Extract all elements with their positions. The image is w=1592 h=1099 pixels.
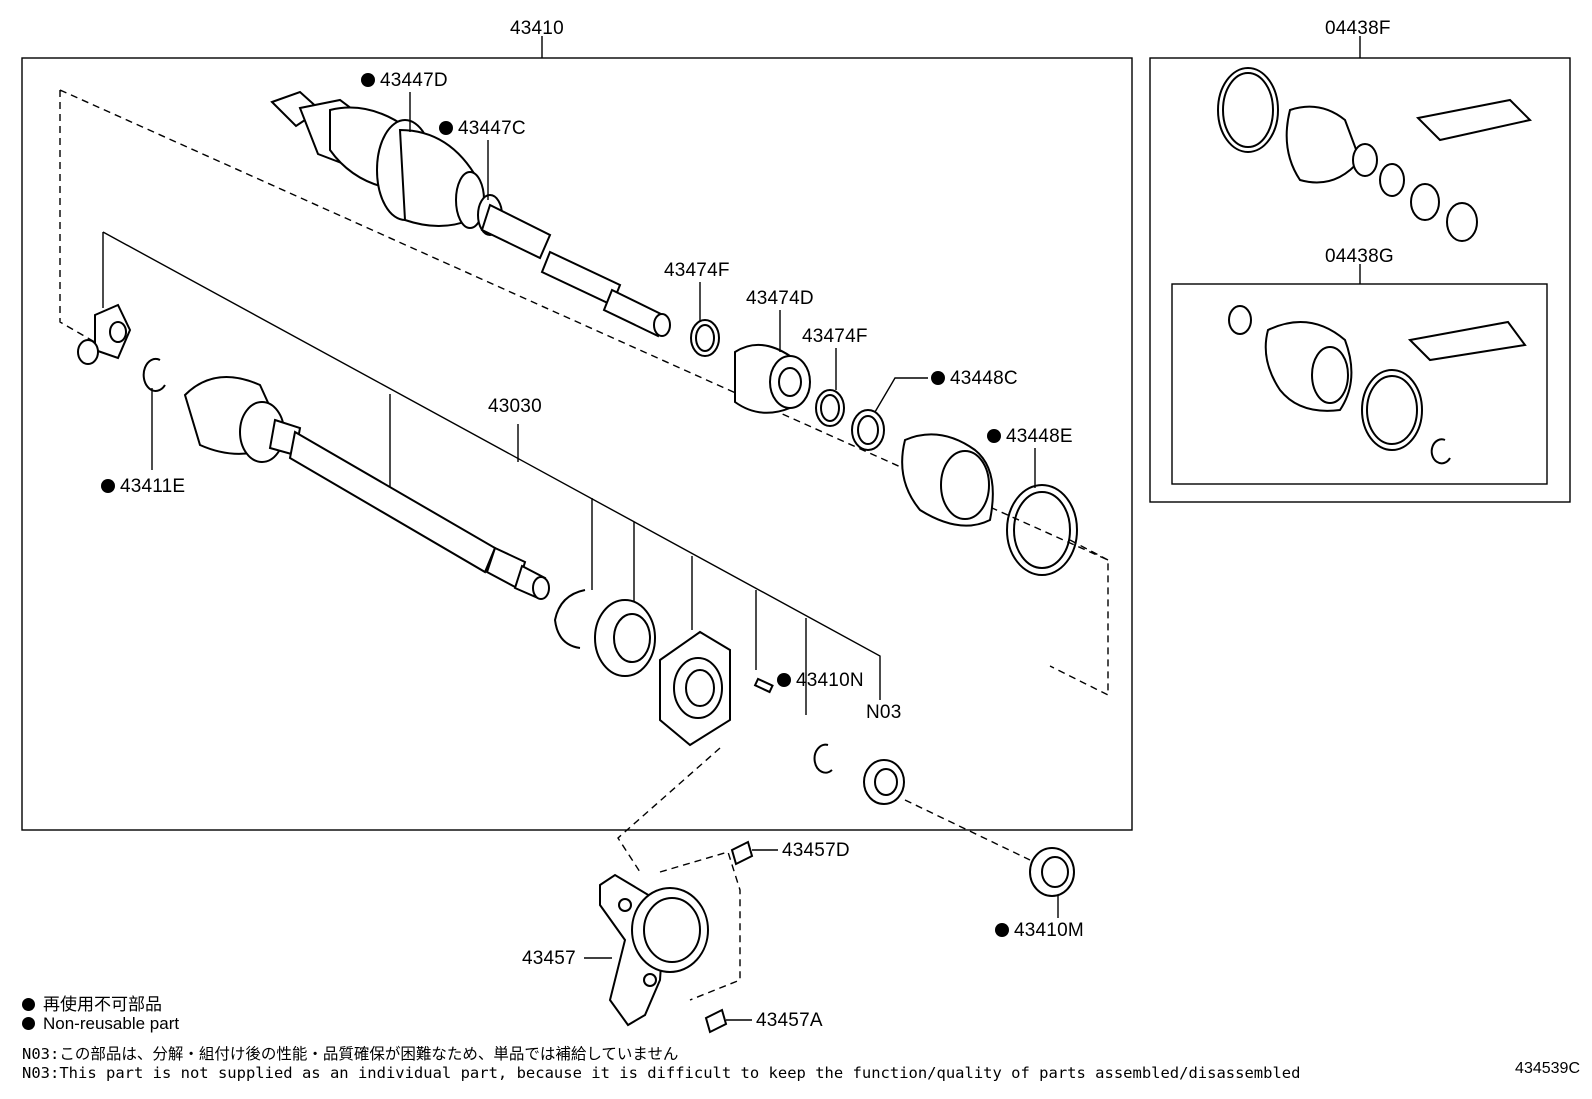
pin-43410N (753, 677, 774, 694)
inner-shaft-drawing (183, 376, 550, 600)
label-43448C: 43448C (950, 368, 1018, 389)
assembly-frame (21, 57, 1133, 831)
label-43410N: 43410N (796, 670, 864, 691)
kit-inner-parts (1228, 305, 1527, 465)
label-04438G: 04438G (1325, 246, 1394, 267)
tripod-43474D (734, 344, 811, 414)
label-43447D: 43447D (380, 70, 448, 91)
bearing (594, 599, 656, 677)
label-43447C: 43447C (458, 118, 526, 139)
bearing-flange (659, 630, 731, 747)
label-43457: 43457 (522, 948, 576, 969)
label-43410M: 43410M (1014, 920, 1084, 941)
legend-jp: 再使用不可部品 (22, 990, 162, 1015)
kit-outer-parts (1217, 67, 1532, 242)
label-43474F-b: 43474F (802, 326, 868, 347)
legend-en-text: Non-reusable part (43, 1014, 180, 1033)
label-43448E: 43448E (1006, 426, 1073, 447)
outer-cv-joint-drawing (270, 90, 671, 338)
label-43474F-a: 43474F (664, 260, 730, 281)
snap-ring (553, 589, 586, 649)
inner-shaft-bracket (102, 231, 881, 700)
legend-en: Non-reusable part (22, 1014, 179, 1034)
clamp-43448C (851, 409, 885, 451)
diagram-reference-number: 434539C (1515, 1060, 1580, 1077)
bolt-43457D (730, 840, 778, 866)
clamp-43474F-a (690, 319, 720, 357)
label-43457D: 43457D (782, 840, 850, 861)
label-N03: N03 (866, 702, 901, 723)
clip (813, 743, 833, 774)
label-43030: 43030 (488, 396, 542, 417)
kit-inner-frame (1171, 283, 1548, 485)
label-43474D: 43474D (746, 288, 814, 309)
legend-jp-text: 再使用不可部品 (43, 995, 162, 1014)
boot-43448E (901, 433, 1078, 576)
outer-shaft-dashed-outline (59, 89, 1109, 697)
inner-tripod-drawing (77, 303, 132, 365)
seal-43410M (1029, 847, 1075, 897)
bullet-icon (22, 1017, 35, 1030)
label-04438F: 04438F (1325, 18, 1391, 39)
note-jp: N03:この部品は、分解・組付け後の性能・品質確保が困難なため、単品では補給して… (22, 1045, 679, 1063)
label-43457A: 43457A (756, 1010, 823, 1031)
bullet-icon (22, 998, 35, 1011)
circlip-43411E (142, 357, 166, 392)
label-43411E: 43411E (120, 476, 185, 497)
label-43410: 43410 (510, 18, 564, 39)
bolt-43457A (704, 1008, 752, 1034)
seal-N03 (863, 759, 905, 805)
clamp-43474F-b (815, 389, 845, 427)
note-en: N03:This part is not supplied as an indi… (22, 1064, 1301, 1082)
bracket-43457 (599, 873, 709, 1027)
